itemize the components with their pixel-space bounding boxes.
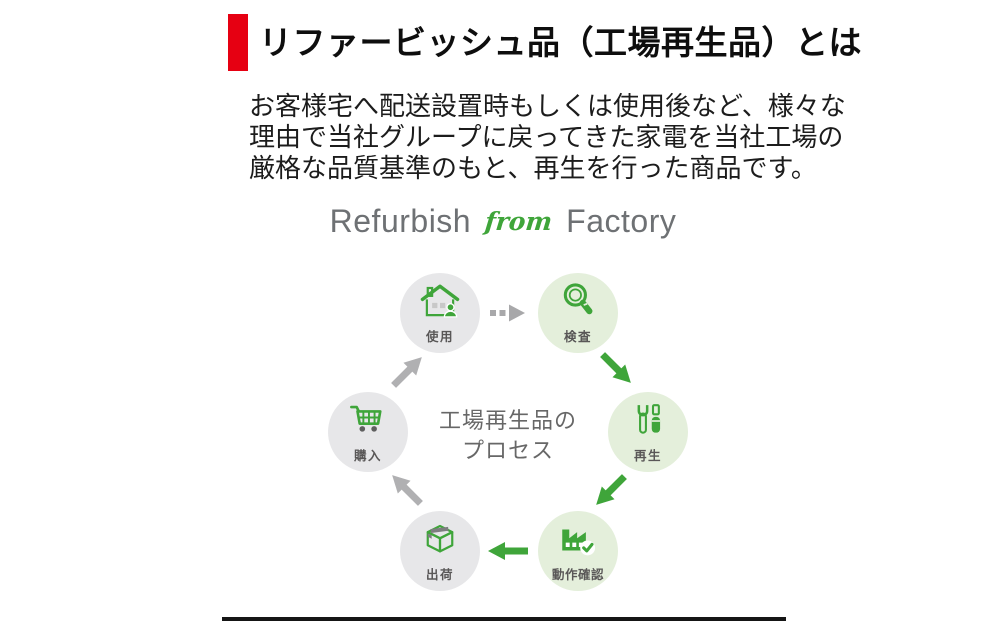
arrow-purchase-to-use (384, 349, 429, 394)
arrow-check-to-shipping (487, 541, 531, 561)
step-label: 動作確認 (551, 568, 604, 582)
page-title: リファービッシュ品（工場再生品）とは (259, 24, 862, 61)
shipping-box-icon (426, 524, 454, 553)
shopping-cart-icon (350, 405, 382, 432)
step-label: 使用 (425, 330, 454, 344)
logo-word-factory: Factory (566, 202, 677, 239)
logo-word-refurbish: Refurbish (329, 202, 472, 239)
wrench-screwdriver-icon (637, 404, 661, 434)
magnifier-icon (563, 283, 593, 315)
arrow-shipping-to-purchase (384, 467, 429, 512)
arrow-inspection-to-refurbish (593, 345, 638, 390)
process-center-line1: 工場再生品の (438, 408, 577, 433)
step-label: 検査 (563, 330, 592, 344)
process-step-use: 使用 (400, 273, 480, 353)
bottom-rule (222, 617, 786, 621)
process-center-caption: 工場再生品の プロセス (418, 406, 598, 466)
intro-line: お客様宅へ配送設置時もしくは使用後など、様々な (249, 91, 846, 121)
process-step-inspection: 検査 (538, 273, 618, 353)
process-step-operation-check: 動作確認 (538, 511, 618, 591)
intro-line: 理由で当社グループに戻ってきた家電を当社工場の (249, 122, 844, 152)
step-label: 購入 (353, 449, 382, 463)
title-accent-bar (228, 14, 248, 71)
intro-paragraph: お客様宅へ配送設置時もしくは使用後など、様々な 理由で当社グループに戻ってきた家… (249, 91, 846, 184)
process-center-line2: プロセス (461, 438, 554, 463)
step-label: 再生 (633, 449, 662, 463)
house-user-icon (420, 284, 460, 318)
logo-word-from: from (483, 206, 554, 236)
dashed-arrow-use-to-inspection (489, 301, 529, 325)
intro-line: 厳格な品質基準のもと、再生を行った商品です。 (249, 153, 817, 183)
step-label: 出荷 (425, 568, 454, 582)
process-step-refurbish: 再生 (608, 392, 688, 472)
arrow-refurbish-to-check (588, 467, 633, 512)
refurbish-from-factory-logo: Refurbish from Factory (253, 198, 753, 244)
factory-check-icon (562, 529, 596, 556)
process-step-shipping: 出荷 (400, 511, 480, 591)
process-step-purchase: 購入 (328, 392, 408, 472)
